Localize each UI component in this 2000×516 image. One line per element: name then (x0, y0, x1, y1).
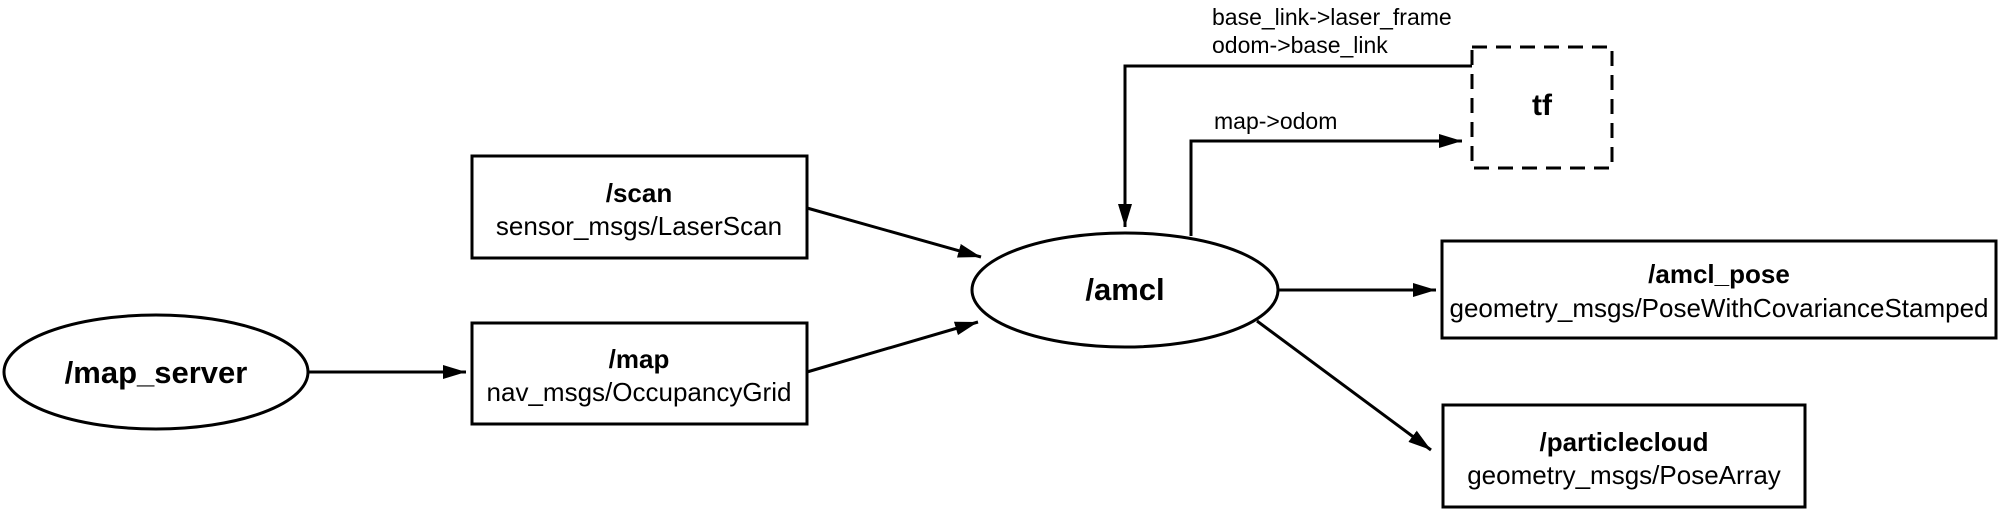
edge-label-base-link-laser-frame: base_link->laser_frame (1212, 4, 1452, 30)
topic-particlecloud-type: geometry_msgs/PoseArray (1467, 460, 1781, 490)
topic-particlecloud-box (1441, 403, 1807, 509)
topic-amcl-pose-type: geometry_msgs/PoseWithCovarianceStamped (1449, 293, 1988, 323)
node-tf: tf (1470, 45, 1614, 170)
topic-map-name: /map (609, 344, 670, 374)
topic-amcl-pose: /amcl_pose geometry_msgs/PoseWithCovaria… (1440, 239, 1998, 340)
topic-amcl-pose-name: /amcl_pose (1648, 259, 1790, 289)
topic-amcl-pose-box (1440, 239, 1998, 340)
node-map-server-label: /map_server (65, 355, 248, 390)
node-amcl-label: /amcl (1085, 272, 1164, 307)
node-tf-shape (1470, 45, 1614, 170)
edge-amcl-to-tf (1189, 134, 1462, 236)
topic-map-box (470, 321, 809, 426)
node-tf-label: tf (1532, 89, 1553, 122)
topic-map-type: nav_msgs/OccupancyGrid (487, 377, 792, 407)
topic-scan-box (470, 154, 809, 260)
topic-scan-type: sensor_msgs/LaserScan (496, 211, 782, 241)
topic-map: /map nav_msgs/OccupancyGrid (470, 321, 809, 426)
node-map-server-shape (2, 313, 310, 431)
topic-scan-name: /scan (606, 178, 673, 208)
topic-particlecloud: /particlecloud geometry_msgs/PoseArray (1441, 403, 1807, 509)
node-amcl: /amcl (970, 231, 1280, 349)
node-amcl-shape (970, 231, 1280, 349)
edge-map-to-amcl (806, 320, 979, 374)
node-map-server: /map_server (2, 313, 310, 431)
edge-amcl-to-particlecloud (1256, 319, 1432, 452)
edge-label-odom-base-link: odom->base_link (1212, 32, 1388, 58)
edge-tf-to-amcl (1118, 64, 1472, 227)
edge-label-map-odom: map->odom (1214, 108, 1337, 134)
topic-scan: /scan sensor_msgs/LaserScan (470, 154, 809, 260)
topic-particlecloud-name: /particlecloud (1539, 427, 1708, 457)
edge-scan-to-amcl (806, 206, 982, 259)
